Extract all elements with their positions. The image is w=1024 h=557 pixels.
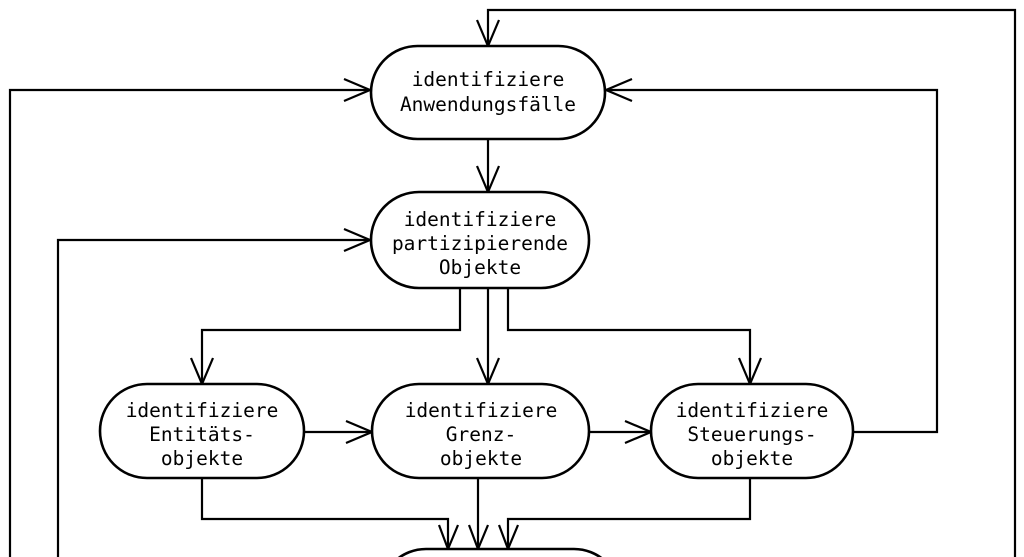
node-anwendungsfaelle-line2: Anwendungsfälle: [400, 93, 576, 116]
node-entitaetsobjekte-line1: identifiziere: [126, 399, 279, 422]
node-grenzobjekte[interactable]: identifiziere Grenz- objekte: [370, 382, 591, 480]
node-anwendungsfaelle-line1: identifiziere: [412, 68, 565, 91]
node-anwendungsfaelle-shape: [369, 44, 607, 141]
node-steuerungsobjekte[interactable]: identifiziere Steuerungs- objekte: [649, 382, 855, 480]
edge-grenzobjekte-to-bottom: [467, 478, 490, 552]
node-partizipierende-objekte-line1: identifiziere: [404, 208, 557, 231]
node-partizipierende-objekte[interactable]: identifiziere partizipierende Objekte: [369, 190, 591, 290]
node-partizipierende-objekte-line3: Objekte: [439, 256, 521, 279]
node-steuerungsobjekte-line3: objekte: [711, 447, 793, 470]
node-entitaetsobjekte[interactable]: identifiziere Entitäts- objekte: [98, 382, 306, 480]
node-steuerungsobjekte-line2: Steuerungs-: [687, 423, 816, 446]
edge-partizipierende-to-grenzobjekte: [475, 288, 501, 387]
edge-entitaetsobjekte-to-bottom: [200, 478, 460, 552]
node-grenzobjekte-line1: identifiziere: [405, 399, 558, 422]
node-grenzobjekte-shape: [370, 382, 591, 480]
edge-grenzobjekte-to-steuerungsobjekte: [589, 419, 654, 445]
node-partizipierende-objekte-shape: [369, 190, 591, 290]
edge-steuerungsobjekte-to-bottom: [497, 478, 752, 552]
node-bottom-cropped[interactable]: [380, 547, 620, 557]
node-entitaetsobjekte-line2: Entitäts-: [149, 423, 255, 446]
node-entitaetsobjekte-line3: objekte: [161, 447, 243, 470]
node-entitaetsobjekte-shape: [98, 382, 306, 480]
node-steuerungsobjekte-line1: identifiziere: [676, 399, 829, 422]
edge-partizipierende-to-steuerungsobjekte: [506, 288, 763, 387]
node-steuerungsobjekte-shape: [649, 382, 855, 480]
node-grenzobjekte-line3: objekte: [440, 447, 522, 470]
edge-left-feedback-into-anwendungsfaelle: [8, 77, 373, 557]
node-partizipierende-objekte-line2: partizipierende: [392, 232, 568, 255]
edge-entitaetsobjekte-to-grenzobjekte: [304, 419, 375, 445]
node-anwendungsfaelle[interactable]: identifiziere Anwendungsfälle: [369, 44, 607, 141]
edge-partizipierende-to-entitaetsobjekte: [189, 288, 462, 387]
edge-right-feedback-into-anwendungsfaelle: [603, 77, 939, 434]
node-bottom-cropped-shape: [397, 547, 603, 557]
edge-anwendungsfaelle-to-partizipierende: [475, 139, 501, 195]
node-grenzobjekte-line2: Grenz-: [446, 423, 516, 446]
